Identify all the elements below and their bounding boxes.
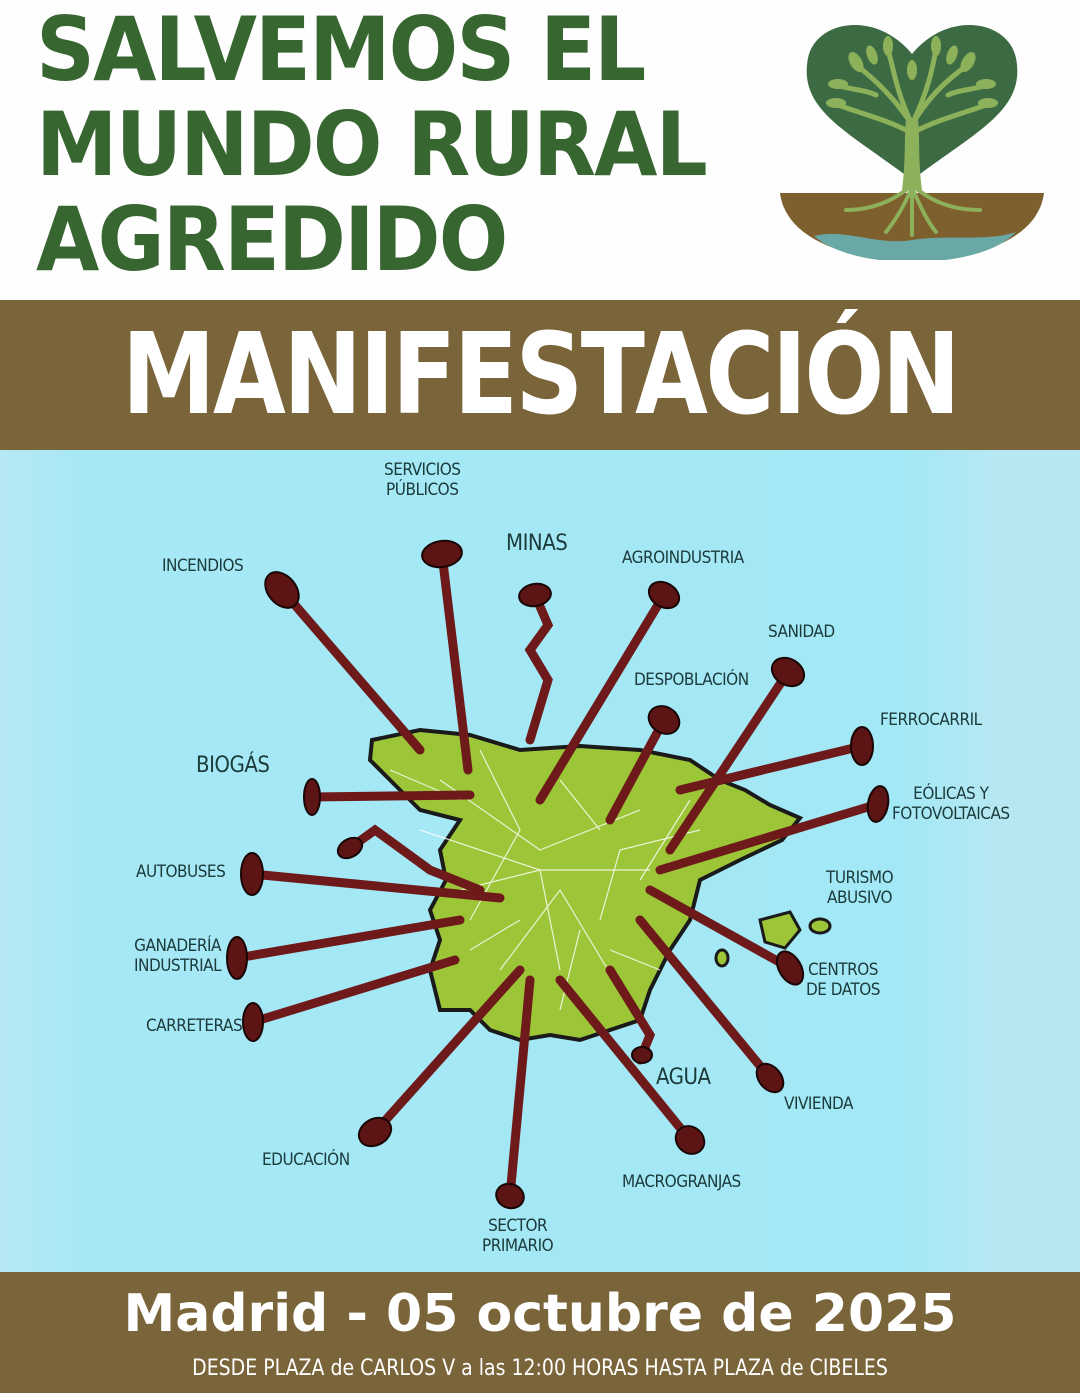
event-date: Madrid - 05 octubre de 2025 (123, 1284, 957, 1344)
tree-heart-logo-icon (780, 25, 1044, 260)
label-agua: AGUA (656, 1065, 711, 1090)
manifestacion-band (0, 300, 1080, 450)
label-educacion: EDUCACIÓN (262, 1150, 350, 1170)
title-line-1: SALVEMOS EL (36, 0, 646, 101)
label-biogas: BIOGÁS (196, 753, 270, 778)
label-carreteras: CARRETERAS (146, 1016, 243, 1036)
map-spain-nails-illustration-icon (226, 539, 890, 1210)
illustration-area: SERVICIOS PÚBLICOS INCENDIOS MINAS AGROI… (0, 450, 1080, 1272)
label-sector-primario: SECTOR PRIMARIO (482, 1216, 554, 1256)
label-sanidad: SANIDAD (768, 622, 835, 642)
label-ferrocarril: FERROCARRIL (880, 710, 982, 730)
label-agroindustria: AGROINDUSTRIA (622, 548, 744, 568)
label-ganaderia-industrial: GANADERÍA INDUSTRIAL (134, 936, 222, 976)
label-vivienda: VIVIENDA (784, 1094, 853, 1114)
label-eolicas-fotovoltaicas: EÓLICAS Y FOTOVOLTAICAS (892, 784, 1010, 824)
label-incendios: INCENDIOS (162, 556, 244, 576)
header: SALVEMOS EL MUNDO RURAL AGREDIDO (0, 0, 1080, 300)
poster-title: SALVEMOS EL MUNDO RURAL AGREDIDO (36, 0, 708, 291)
label-minas: MINAS (506, 531, 568, 556)
title-line-2: MUNDO RURAL (36, 93, 708, 196)
label-centros-datos: CENTROS DE DATOS (806, 960, 881, 1000)
label-servicios-publicos: SERVICIOS PÚBLICOS (384, 460, 461, 500)
label-turismo-abusivo: TURISMO ABUSIVO (826, 868, 894, 908)
event-route: DESDE PLAZA de CARLOS V a las 12:00 HORA… (192, 1356, 888, 1381)
footer-band (0, 1272, 1080, 1393)
manifestacion-heading: MANIFESTACIÓN (121, 310, 961, 440)
label-despoblacion: DESPOBLACIÓN (634, 670, 749, 690)
label-macrogranjas: MACROGRANJAS (622, 1172, 741, 1192)
label-autobuses: AUTOBUSES (136, 862, 226, 882)
title-line-3: AGREDIDO (36, 188, 508, 291)
